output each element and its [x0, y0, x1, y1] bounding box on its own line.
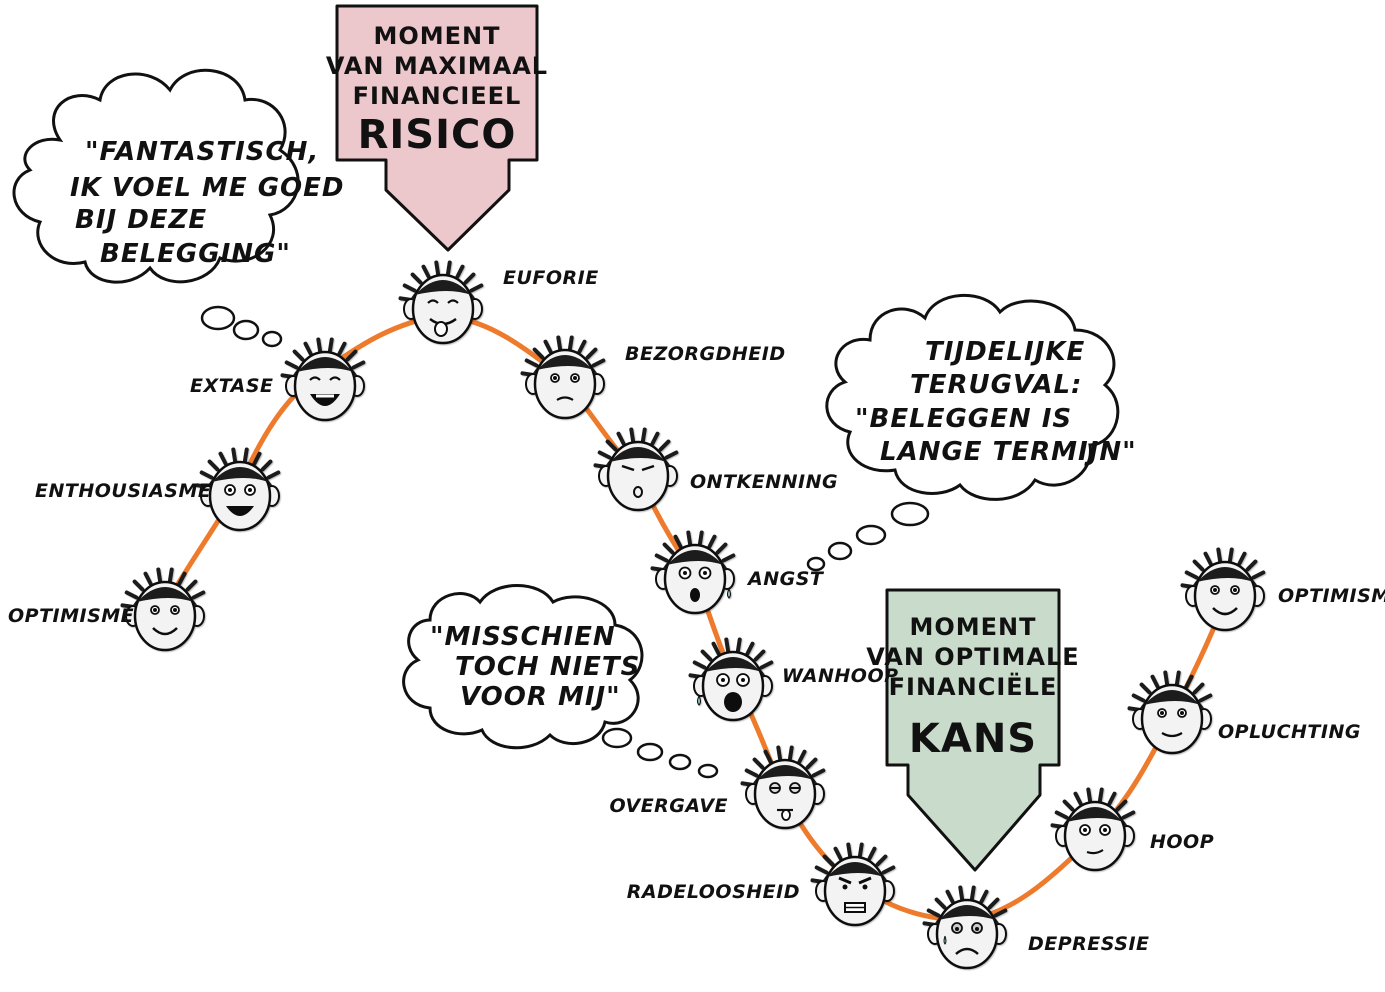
face-optimisme-2	[1180, 547, 1266, 632]
bubble-terugval-line-2: TERUGVAL:	[910, 370, 1082, 400]
stage-label-depressie: DEPRESSIE	[1028, 933, 1150, 955]
stage-label-optimisme-1: OPTIMISME	[8, 605, 134, 627]
stage-label-euforie: EUFORIE	[503, 267, 599, 289]
bubble-terugval-line-3: "BELEGGEN IS	[855, 404, 1072, 434]
labels-layer: OPTIMISME ENTHOUSIASME EXTASE EUFORIE BEZORG…	[8, 267, 1385, 955]
face-ontkenning	[593, 427, 679, 512]
face-overgave	[740, 745, 826, 830]
risk-arrow-line-2: VAN MAXIMAAL	[326, 52, 548, 80]
stage-label-opluchting: OPLUCHTING	[1218, 721, 1361, 743]
bubble-misschien-line-3: VOOR MIJ"	[460, 682, 621, 712]
bubble-fantastisch-line-1: "FANTASTISCH,	[85, 137, 319, 167]
thought-bubble-misschien: "MISSCHIEN TOCH NIETS VOOR MIJ"	[402, 584, 719, 779]
face-opluchting	[1127, 670, 1213, 755]
chance-arrow-line-2: VAN OPTIMALE	[866, 643, 1079, 671]
stage-label-wanhoop: WANHOOP	[782, 665, 899, 687]
face-wanhoop	[688, 637, 774, 722]
chance-arrow-keyword: KANS	[909, 716, 1037, 762]
stage-label-extase: EXTASE	[190, 375, 273, 397]
bubble-misschien-line-1: "MISSCHIEN	[430, 622, 616, 652]
stage-label-bezorgdheid: BEZORGDHEID	[625, 343, 786, 365]
stage-label-enthousiasme: ENTHOUSIASME	[35, 480, 211, 502]
chance-arrow-line-3: FINANCIËLE	[889, 672, 1058, 701]
risk-arrow: MOMENT VAN MAXIMAAL FINANCIEEL RISICO	[326, 4, 548, 252]
risk-arrow-keyword: RISICO	[358, 112, 517, 158]
stage-label-ontkenning: ONTKENNING	[690, 471, 838, 493]
face-bezorgdheid	[520, 335, 606, 420]
chance-arrow: MOMENT VAN OPTIMALE FINANCIËLE KANS	[866, 588, 1079, 872]
face-extase	[280, 337, 366, 422]
thought-bubble-fantastisch: "FANTASTISCH, IK VOEL ME GOED BIJ DEZE B…	[12, 68, 345, 348]
bubble-fantastisch-line-2: IK VOEL ME GOED	[70, 173, 345, 203]
bubble-terugval-line-1: TIJDELIJKE	[925, 337, 1085, 367]
stage-label-overgave: OVERGAVE	[610, 795, 728, 817]
risk-arrow-line-1: MOMENT	[373, 22, 500, 50]
bubble-misschien-line-2: TOCH NIETS	[455, 652, 640, 682]
bubble-fantastisch-line-4: BELEGGING"	[100, 239, 291, 269]
chance-arrow-line-1: MOMENT	[909, 613, 1036, 641]
thought-bubble-terugval: TIJDELIJKE TERUGVAL: "BELEGGEN IS LANGE …	[806, 293, 1137, 572]
face-euforie	[398, 260, 484, 345]
faces-layer	[120, 260, 1266, 970]
face-radeloosheid	[810, 842, 896, 927]
stage-label-optimisme-2: OPTIMISME	[1278, 585, 1385, 607]
face-hoop	[1050, 787, 1136, 872]
stage-label-hoop: HOOP	[1150, 831, 1214, 853]
face-depressie	[922, 885, 1008, 970]
bubble-terugval-line-4: LANGE TERMIJN"	[880, 437, 1137, 467]
face-enthousiasme	[195, 447, 281, 532]
face-optimisme-1	[120, 567, 206, 652]
stage-label-radeloosheid: RADELOOSHEID	[627, 881, 800, 903]
face-angst	[650, 530, 736, 615]
risk-arrow-line-3: FINANCIEEL	[353, 82, 522, 110]
bubble-fantastisch-line-3: BIJ DEZE	[75, 205, 207, 235]
stage-label-angst: ANGST	[746, 568, 825, 590]
